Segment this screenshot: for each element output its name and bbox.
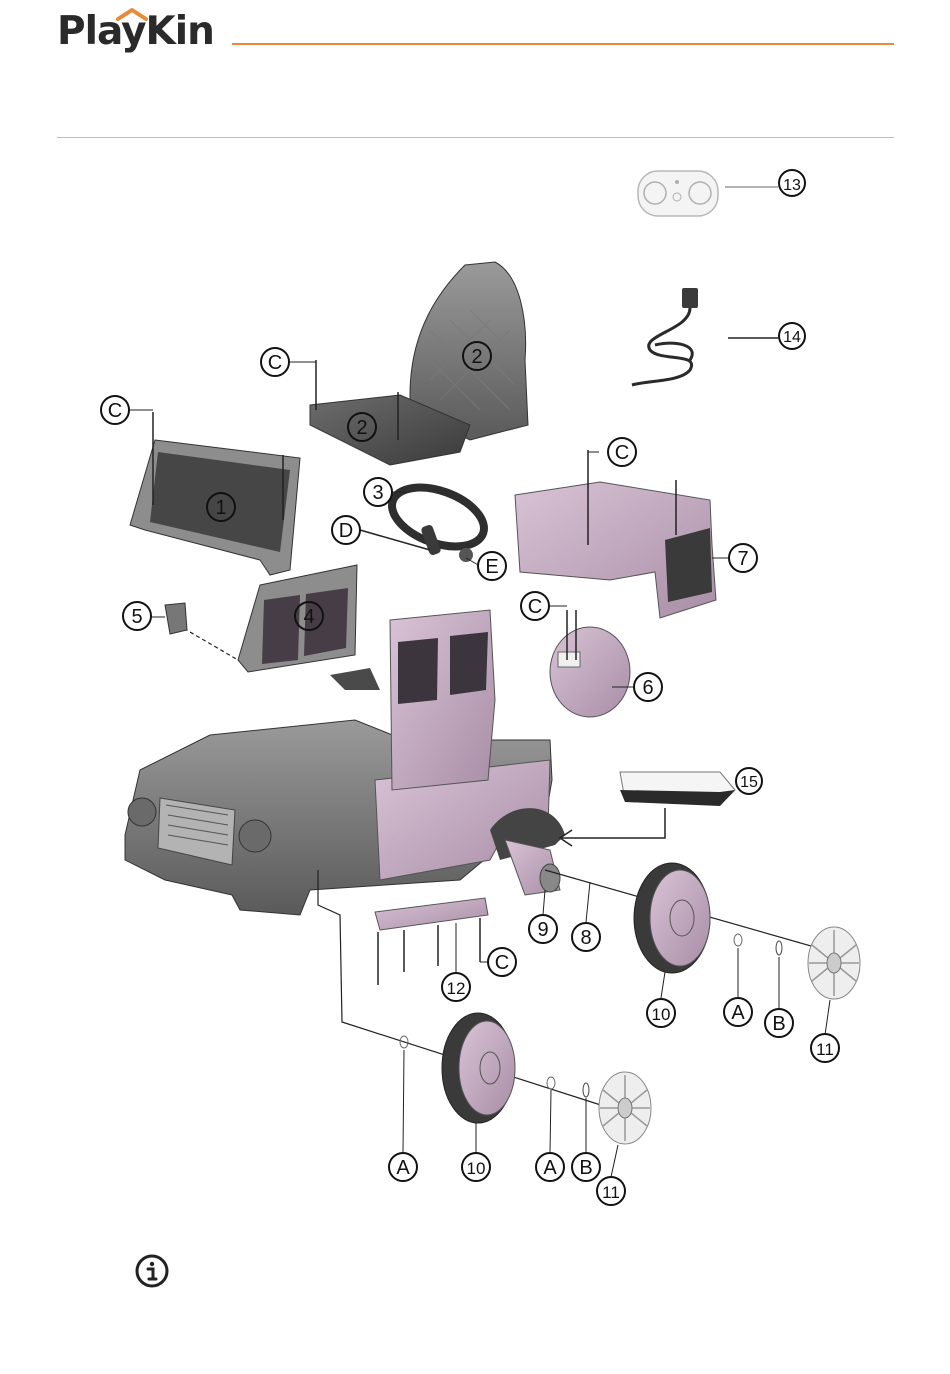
svg-text:2: 2 [471, 346, 482, 368]
cotter-pin-b-part [583, 1083, 589, 1097]
callout-a-front-outer: A [536, 1153, 564, 1181]
charger-part [632, 288, 698, 385]
callout-10-front: 10 [462, 1153, 490, 1181]
svg-text:7: 7 [737, 548, 748, 570]
callout-c-bracket: C [488, 948, 516, 976]
callout-b-front: B [572, 1153, 600, 1181]
svg-text:6: 6 [642, 677, 653, 699]
callout-c-windshield: C [101, 396, 129, 424]
front-wheel-part [442, 1013, 515, 1123]
remote-control-part [638, 171, 718, 216]
mirror-part [165, 603, 187, 634]
callout-11-front: 11 [597, 1177, 625, 1205]
callout-c-seat: C [261, 348, 289, 376]
callout-14: 14 [779, 323, 805, 349]
svg-text:3: 3 [372, 482, 383, 504]
svg-text:C: C [615, 442, 629, 464]
svg-text:2: 2 [356, 417, 367, 439]
callout-8: 8 [572, 923, 600, 951]
callout-d: D [332, 516, 360, 544]
svg-text:A: A [731, 1002, 745, 1024]
callout-6: 6 [634, 673, 662, 701]
callout-a-rear: A [724, 998, 752, 1026]
svg-text:A: A [396, 1157, 410, 1179]
svg-text:B: B [579, 1157, 592, 1179]
rear-hubcap-part [808, 927, 860, 999]
svg-text:E: E [485, 556, 498, 578]
svg-text:5: 5 [131, 606, 142, 628]
seat-part [310, 262, 528, 465]
front-hubcap-part [599, 1072, 651, 1144]
callout-13: 13 [779, 170, 805, 196]
svg-text:1: 1 [215, 497, 226, 519]
svg-text:15: 15 [740, 774, 758, 791]
svg-text:14: 14 [783, 329, 801, 346]
hood-part [238, 565, 357, 672]
info-icon [135, 1254, 169, 1288]
washer-a-part [547, 1077, 555, 1089]
svg-text:C: C [528, 596, 542, 618]
callout-b-rear: B [765, 1009, 793, 1037]
svg-text:C: C [495, 952, 509, 974]
floor-board-part [620, 772, 735, 806]
svg-text:4: 4 [303, 606, 314, 628]
svg-text:10: 10 [467, 1159, 486, 1178]
svg-text:D: D [339, 520, 353, 542]
battery-cover-part [550, 627, 630, 717]
svg-text:12: 12 [447, 979, 466, 998]
callout-12: 12 [442, 973, 470, 1001]
bumper-bracket-part [375, 898, 488, 930]
callout-c-battery: C [521, 592, 549, 620]
callout-11-rear: 11 [811, 1034, 839, 1062]
gear-motor-part [505, 840, 560, 895]
washer-a-part [734, 934, 742, 946]
svg-text:C: C [268, 352, 282, 374]
callout-3: 3 [364, 478, 392, 506]
callout-10-rear: 10 [647, 999, 675, 1027]
svg-text:10: 10 [652, 1005, 671, 1024]
svg-text:C: C [108, 400, 122, 422]
callout-a-front-inner: A [389, 1153, 417, 1181]
callout-c-rear-body: C [608, 438, 636, 466]
callout-7: 7 [729, 544, 757, 572]
steering-wheel-part [384, 476, 492, 562]
svg-text:9: 9 [537, 919, 548, 941]
svg-text:11: 11 [816, 1040, 834, 1059]
svg-text:A: A [543, 1157, 557, 1179]
svg-text:11: 11 [602, 1183, 620, 1202]
rear-wheel-part [634, 863, 710, 973]
callout-e: E [478, 552, 506, 580]
callout-15: 15 [736, 768, 762, 794]
cotter-pin-b-part [776, 941, 782, 955]
callout-5: 5 [123, 602, 151, 630]
callout-9: 9 [529, 915, 557, 943]
svg-text:13: 13 [783, 177, 801, 194]
svg-text:B: B [772, 1013, 785, 1035]
svg-text:8: 8 [580, 927, 591, 949]
